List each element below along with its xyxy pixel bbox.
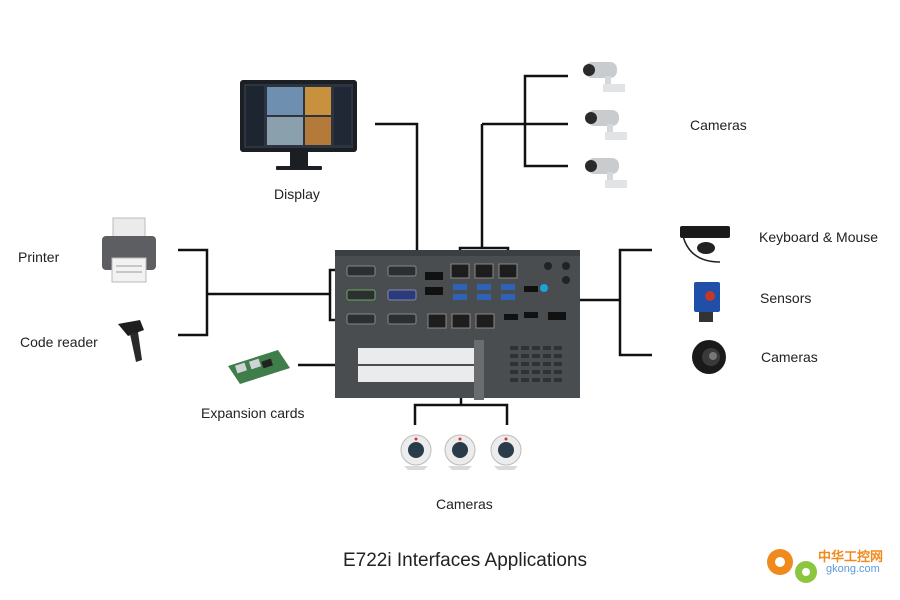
webcam-1 <box>400 434 432 470</box>
label-cameras-bottom: Cameras <box>436 496 493 512</box>
line-right-bracket <box>618 248 652 357</box>
bullet-camera-1 <box>583 62 625 92</box>
label-cameras-top: Cameras <box>690 117 747 133</box>
printer-icon <box>102 217 156 283</box>
webcam-icons <box>400 434 522 470</box>
label-sensors: Sensors <box>760 290 812 306</box>
line-bottom-bracket <box>413 403 509 425</box>
keyboard-mouse-icon <box>680 226 730 263</box>
label-code-reader: Code reader <box>20 334 98 350</box>
diagram-title: E722i Interfaces Applications <box>343 550 587 571</box>
bullet-camera-3 <box>585 158 627 188</box>
label-cameras-right: Cameras <box>761 349 818 365</box>
bullet-camera-2 <box>585 110 627 140</box>
label-keyboard-mouse: Keyboard & Mouse <box>759 229 879 245</box>
sensor-icon <box>694 282 720 322</box>
bullet-camera-icons <box>583 62 627 188</box>
watermark-domain: gkong.com <box>826 563 880 575</box>
line-printer-bracket <box>178 248 209 337</box>
label-display: Display <box>274 186 320 202</box>
monitor-icon <box>240 80 357 170</box>
expansion-card-icon <box>228 350 290 384</box>
line-cameras-top-bracket <box>523 74 568 168</box>
e722i-chassis <box>335 250 580 400</box>
gear-logo-icon <box>767 549 817 583</box>
barcode-scanner-icon <box>118 320 144 362</box>
label-printer: Printer <box>18 249 60 265</box>
webcam-2 <box>444 434 476 470</box>
lens-camera-icon <box>692 340 726 374</box>
watermark-brand: 中华工控网 <box>818 549 884 564</box>
label-expansion-cards: Expansion cards <box>201 405 305 421</box>
webcam-3 <box>490 434 522 470</box>
vent-grille <box>510 346 562 382</box>
